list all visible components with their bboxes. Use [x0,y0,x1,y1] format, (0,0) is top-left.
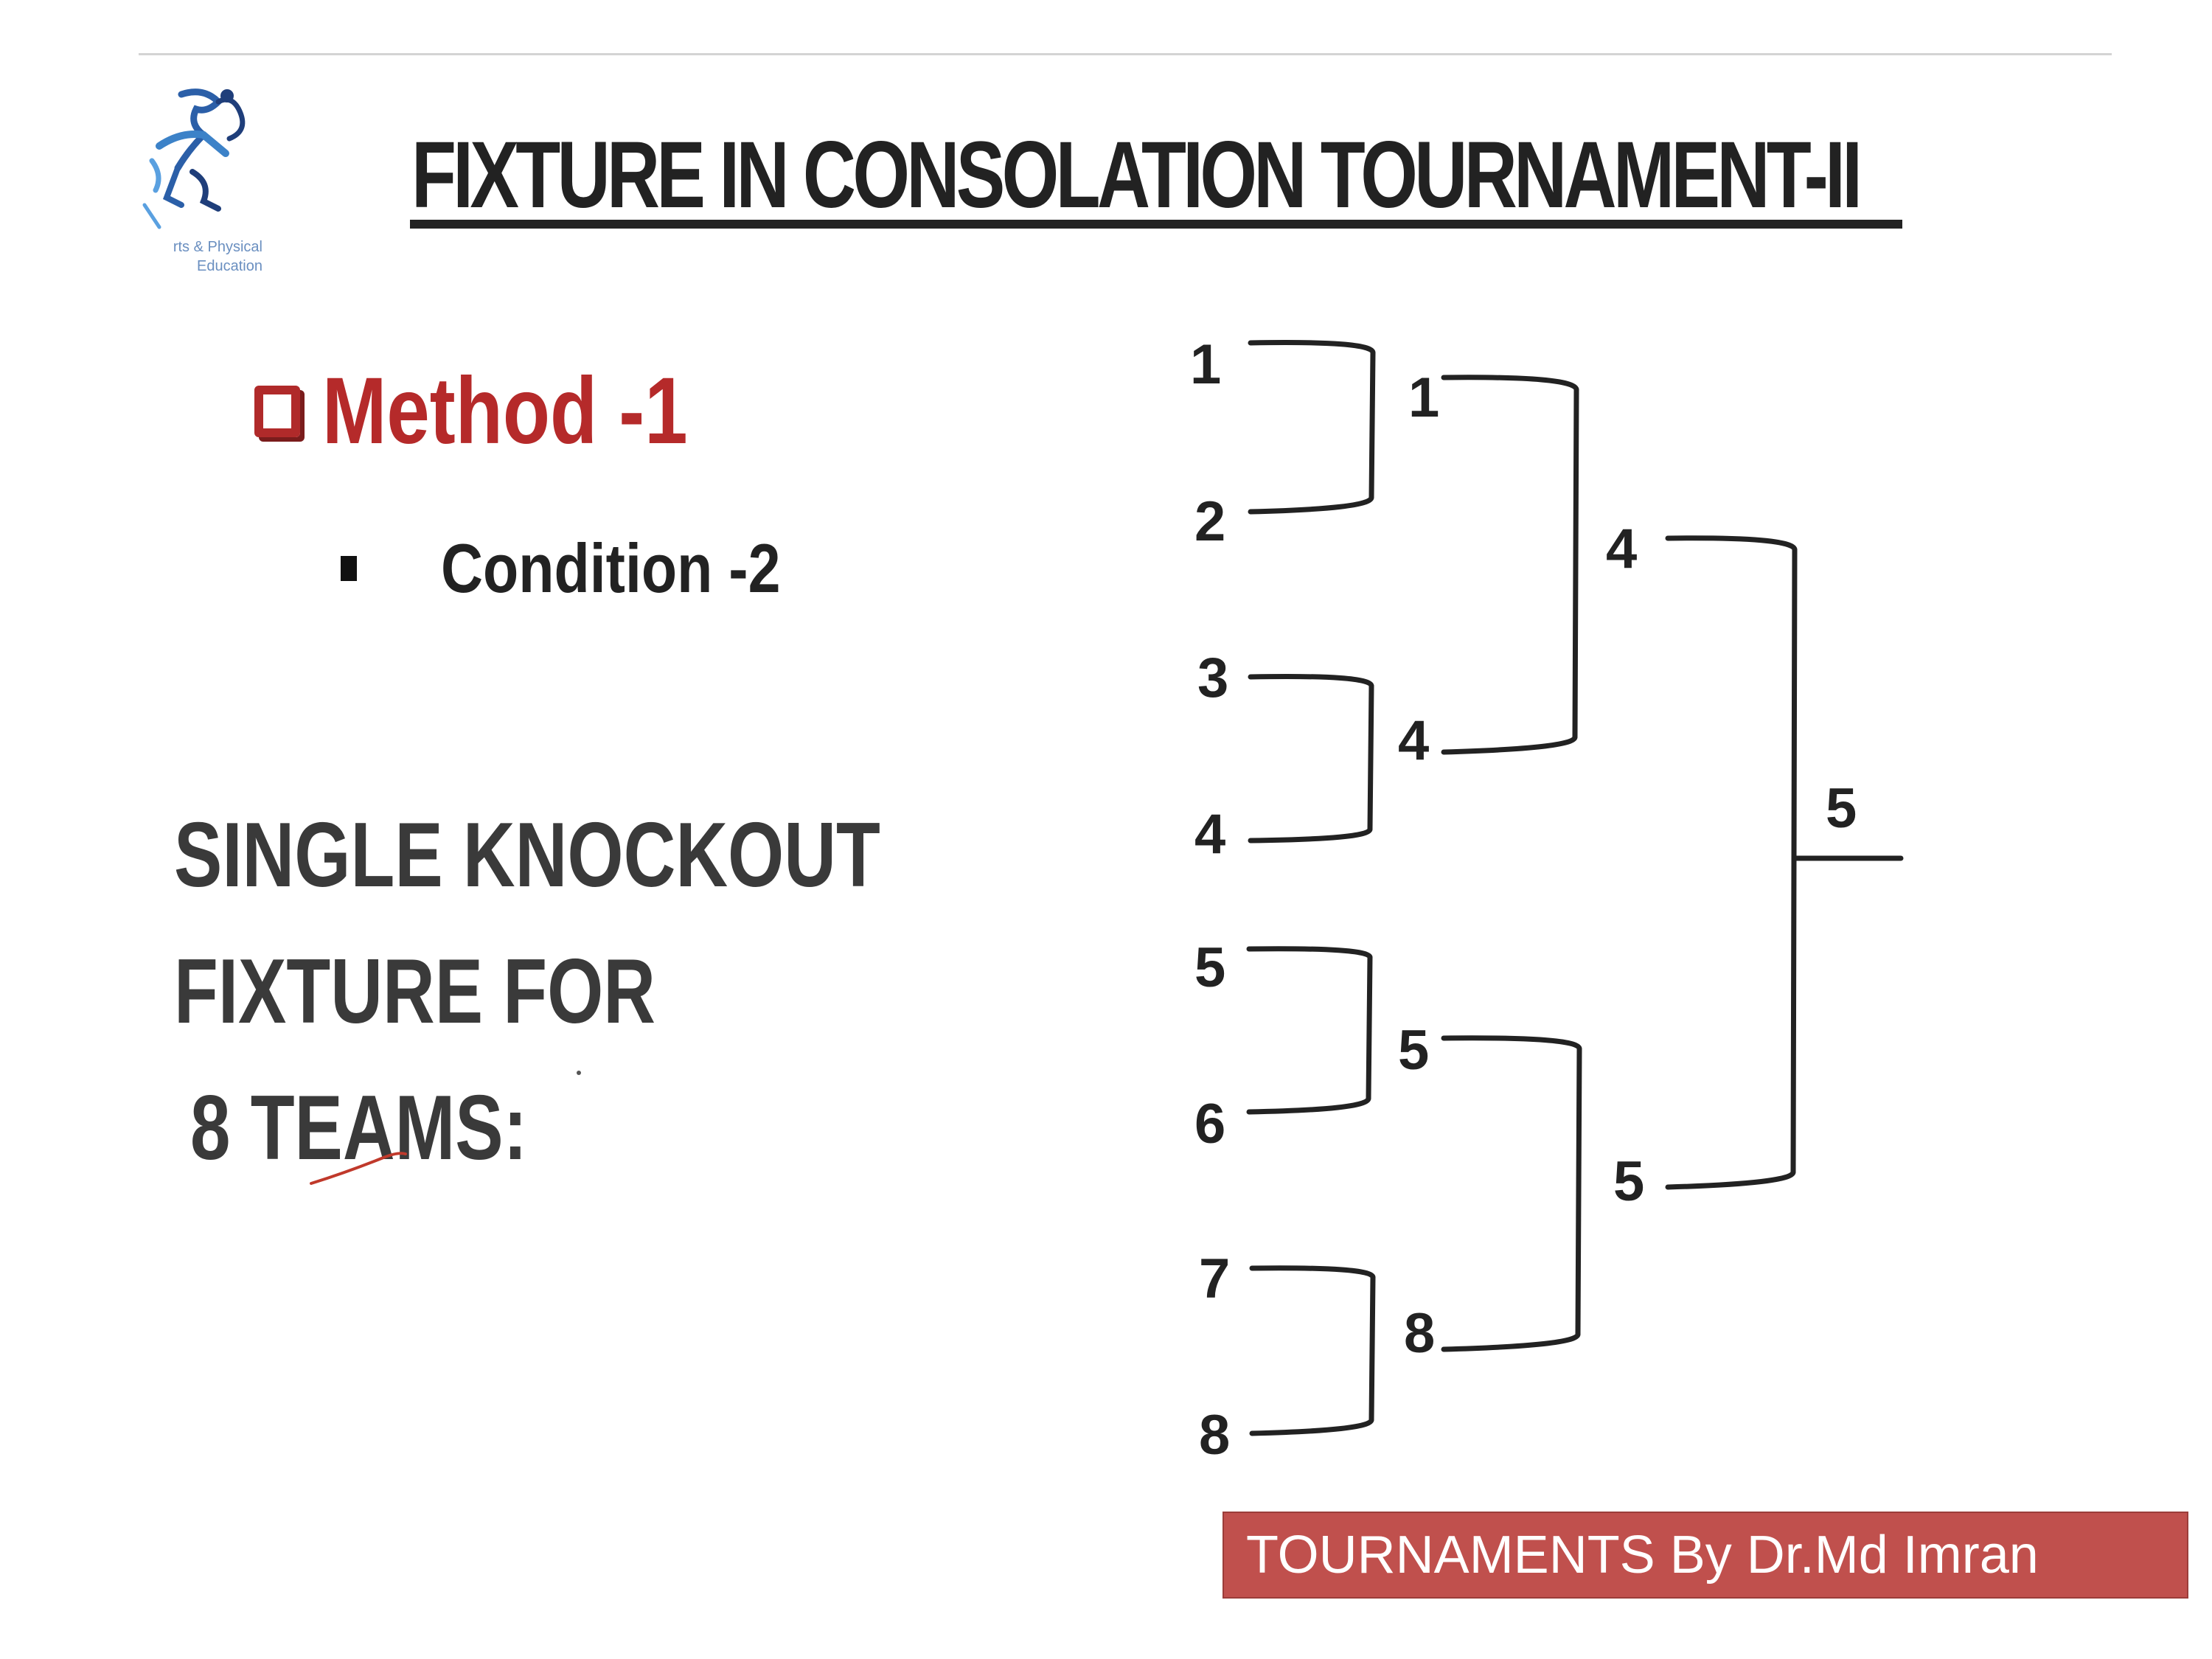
condition-item: Condition -2 [341,528,845,609]
bracket-r1-winner-4: 8 [1404,1302,1435,1365]
method-label: Method -1 [322,358,688,464]
condition-label: Condition -2 [441,529,781,607]
bracket-team-4: 4 [1194,803,1225,866]
logo-caption-line2: Education [197,258,262,274]
method-heading: Method -1 [254,360,768,463]
bracket-team-2: 2 [1194,490,1225,553]
bracket-team-6: 6 [1194,1093,1225,1155]
logo-caption: rts & Physical Education [137,237,262,276]
bracket-team-5: 5 [1194,936,1225,999]
knockout-line-3: 8 TEAMS: [190,1077,528,1179]
footer-label: TOURNAMENTS By Dr.Md Imran [1246,1526,2039,1585]
running-figures-icon [142,88,246,229]
checkbox-bullet-icon [254,386,300,437]
bracket-team-8: 8 [1199,1404,1230,1467]
bracket-r1-match4 [1249,1265,1376,1436]
bracket-team-3: 3 [1197,647,1228,709]
title-underline [410,220,1902,229]
bracket-r1-match2 [1248,674,1374,844]
slide-title: FIXTURE IN CONSOLATION TOURNAMENT-II [411,122,1863,228]
bracket-r2-match1 [1441,375,1579,755]
logo-caption-line1: rts & Physical [173,239,262,255]
bracket-r2-match2 [1441,1035,1582,1352]
square-bullet-icon [341,556,357,581]
bracket-r2-winner-2: 5 [1613,1150,1644,1213]
bracket-team-7: 7 [1199,1248,1230,1310]
bracket-r1-winner-2: 4 [1398,709,1429,772]
knockout-line-2: FIXTURE FOR [174,941,656,1043]
bracket-team-1: 1 [1190,333,1221,396]
footer-banner: TOURNAMENTS By Dr.Md Imran [1222,1512,2188,1599]
red-squiggle-mark [310,1071,581,1185]
bracket-r1-match3 [1246,946,1373,1115]
bracket-r1-match1 [1248,340,1376,515]
bracket-r1-winner-1: 1 [1408,366,1439,429]
knockout-line-1: SINGLE KNOCKOUT [174,804,880,906]
bracket-final-winner: 5 [1826,777,1857,840]
bracket-r2-winner-1: 4 [1606,518,1637,580]
bracket-r1-winner-3: 5 [1398,1019,1429,1082]
bracket-r3-match1 [1665,535,1798,1190]
top-divider [139,53,2112,55]
